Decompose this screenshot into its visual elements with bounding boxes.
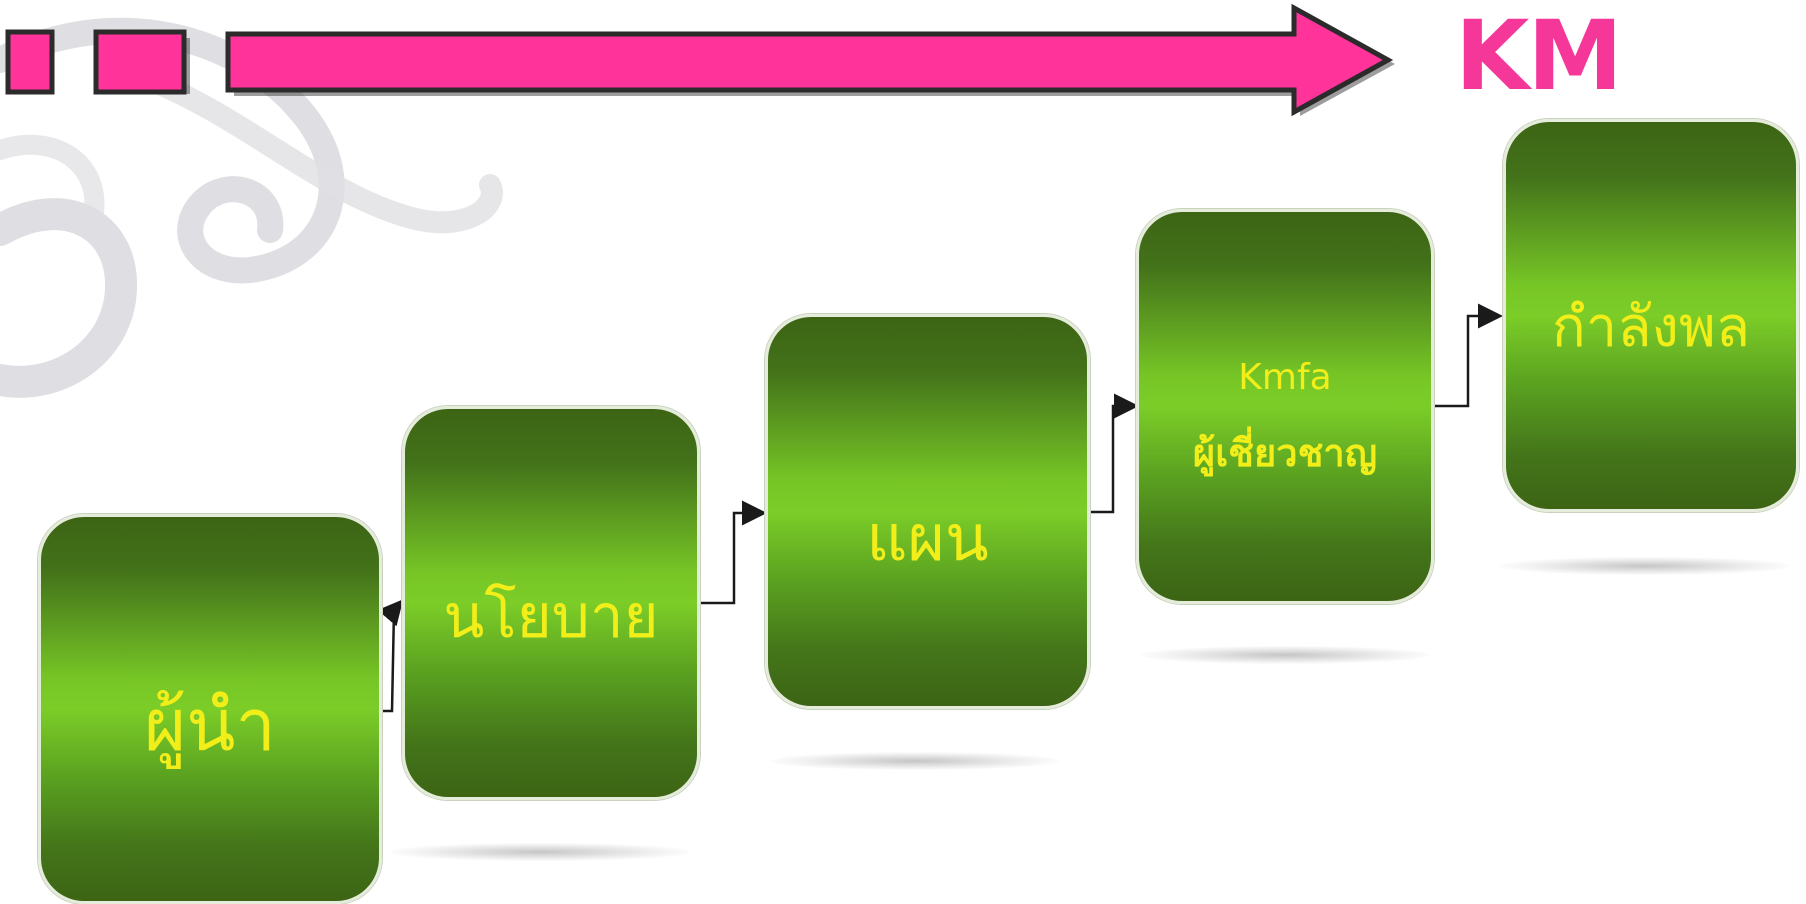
step-label: กำลังพล [1551,295,1751,360]
step-box-personnel: กำลังพล [1503,119,1799,512]
box-shadow [390,843,690,861]
box-shadow [1500,557,1790,575]
connector-2-3 [700,500,767,605]
arrow-square-1 [5,29,55,95]
arrow-long [225,3,1394,117]
step-box-leader: ผู้นำ [38,514,382,904]
step-sublabel: Kmfa [1238,357,1332,398]
step-label: ผู้นำ [144,683,276,767]
step-label: นโยบาย [443,582,659,652]
box-shadow [770,752,1060,770]
box-shadow [1140,646,1430,664]
km-title: KM [1455,0,1623,112]
progress-arrow-bar [5,3,1395,117]
step-label: แผน [866,502,989,576]
step-box-plan: แผน [765,314,1090,709]
arrow-square-2 [93,29,187,95]
step-box-policy: นโยบาย [402,406,700,800]
connector-1-2 [377,599,404,713]
step-box-expert: Kmfa ผู้เชี่ยวชาญ [1136,209,1434,604]
connector-4-5 [1434,303,1503,408]
step-label: ผู้เชี่ยวชาญ [1192,431,1378,475]
connector-3-4 [1090,393,1139,514]
